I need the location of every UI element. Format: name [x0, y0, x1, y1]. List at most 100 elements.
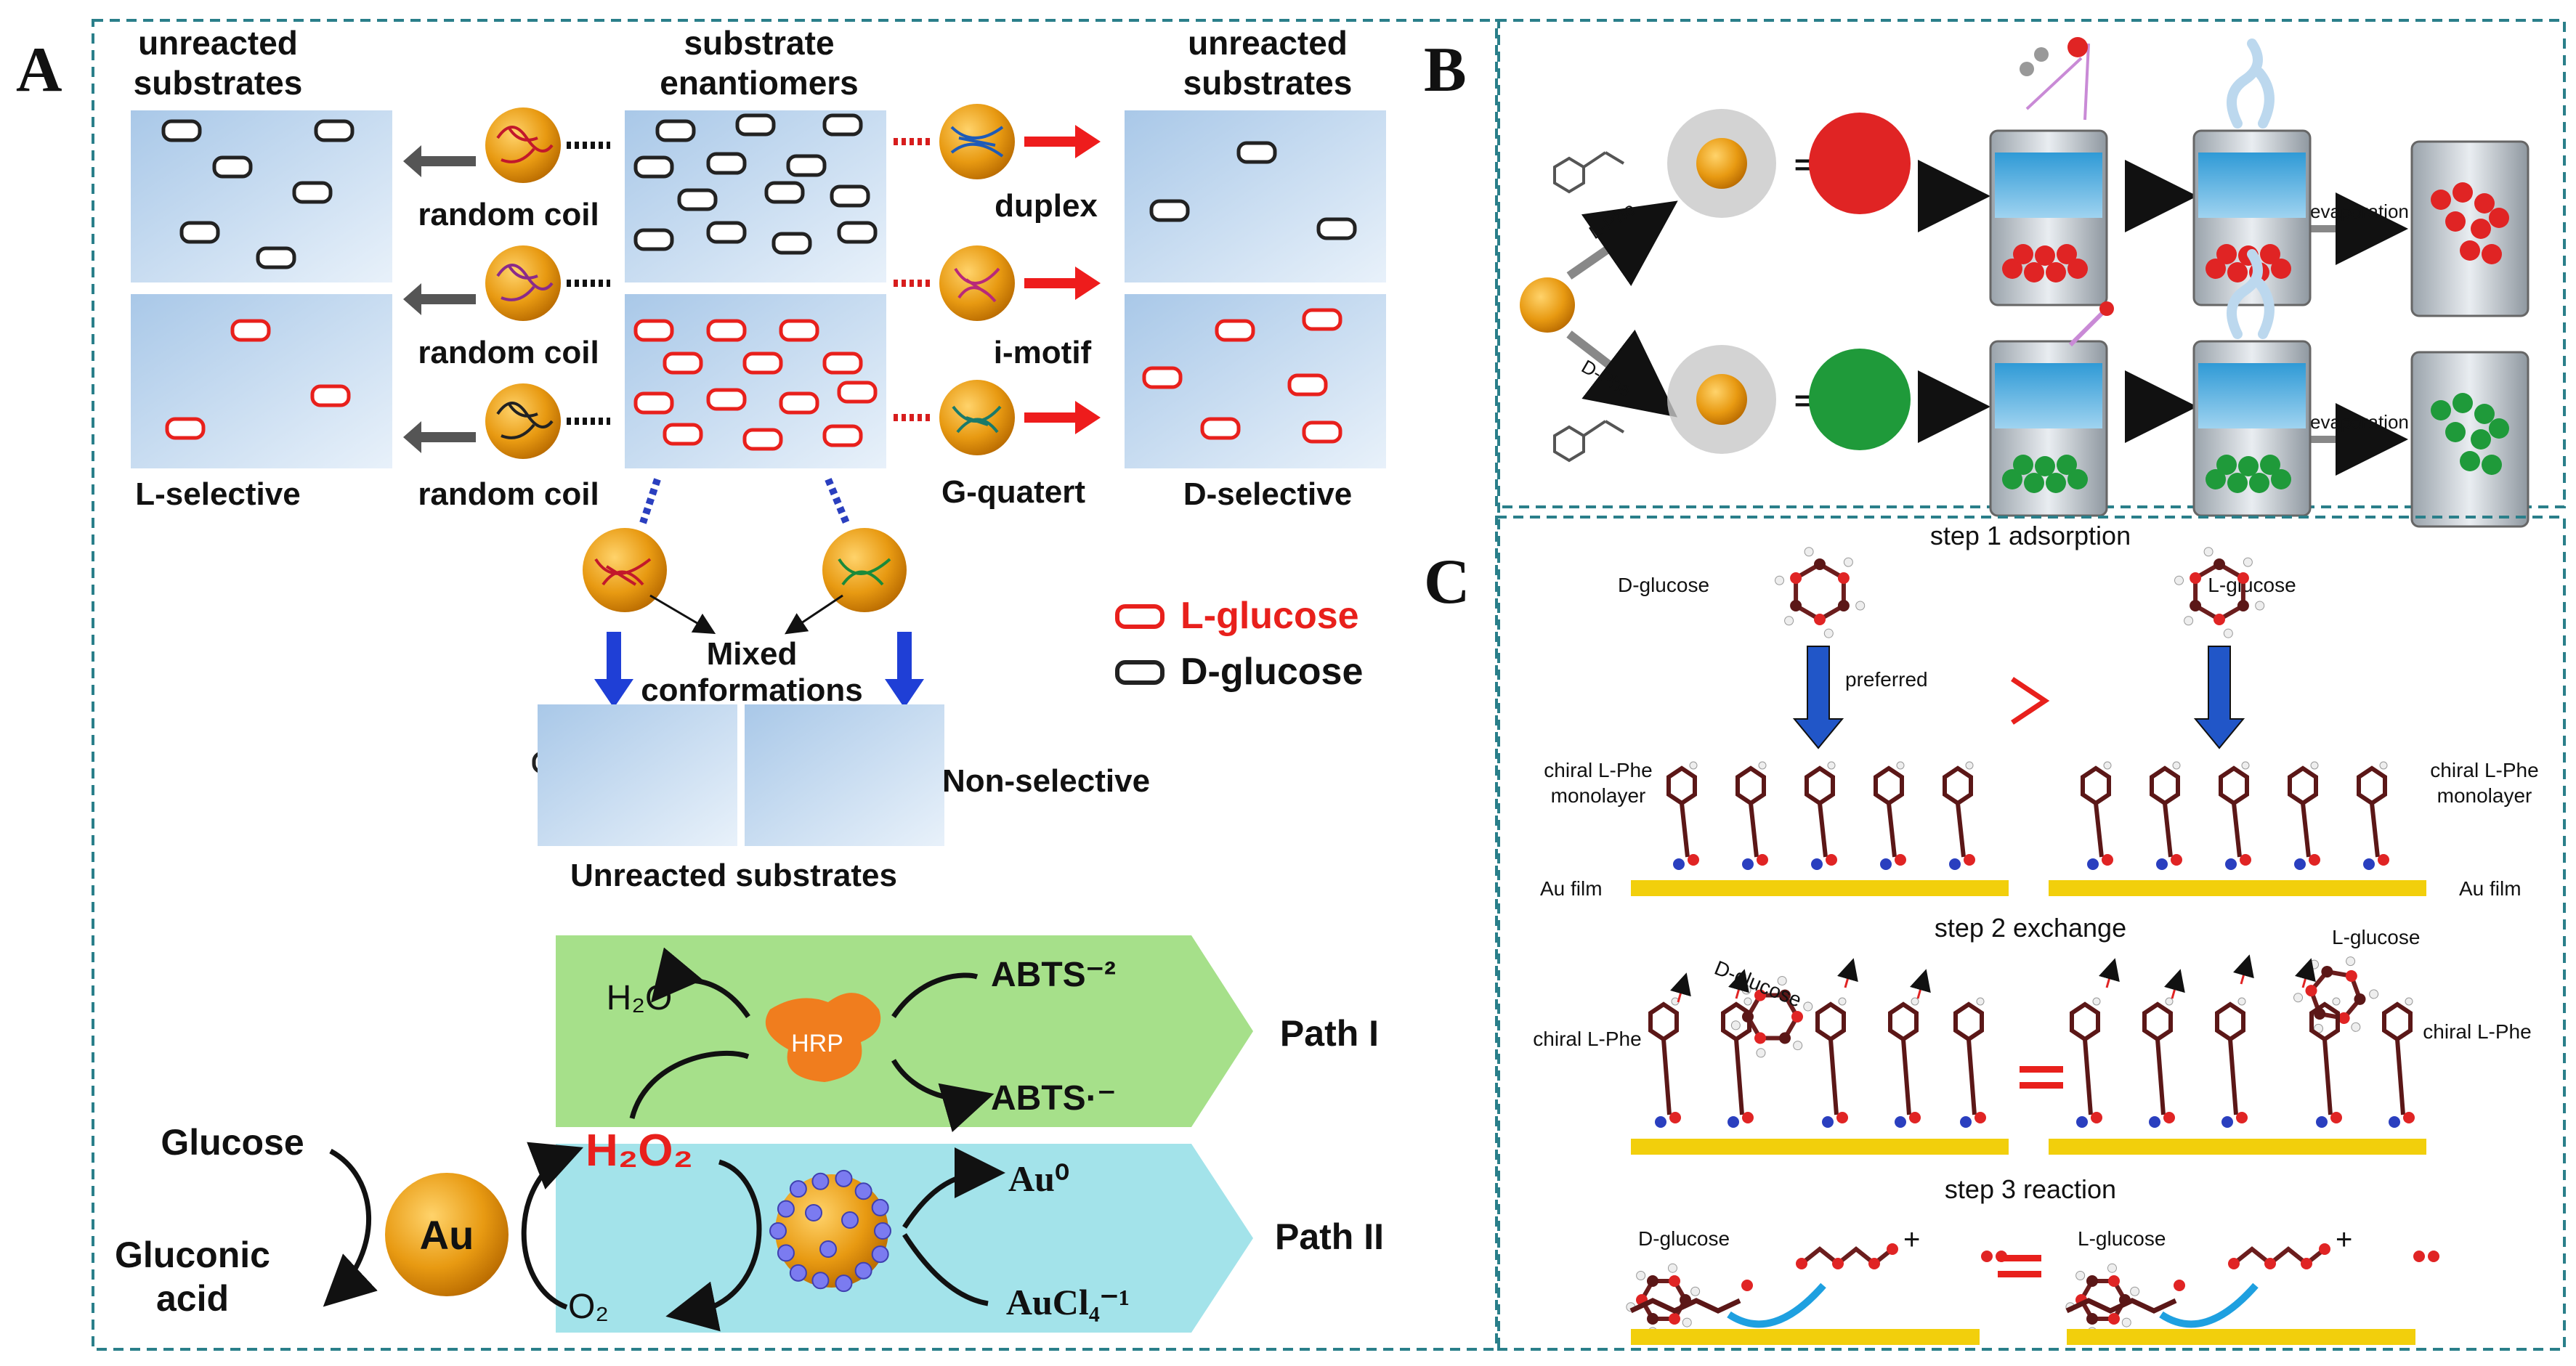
beaker [2410, 140, 2530, 317]
glucose-pill [310, 384, 351, 407]
random-coil-ball-1 [485, 107, 561, 183]
glucose-pill [822, 113, 863, 137]
glucose-pill [1302, 308, 1342, 331]
au-seed-dot [841, 1211, 859, 1229]
beaker [2192, 249, 2312, 517]
au-seed-dot [835, 1169, 853, 1187]
gluconic-product [1727, 1243, 2007, 1328]
glucose-pill [633, 319, 674, 342]
svg-text:=: = [1794, 385, 1811, 417]
exchange-arrow [2163, 969, 2185, 999]
beaker [1989, 340, 2108, 517]
legend-d-label: D-glucose [1180, 651, 1363, 693]
glucose-pill [179, 221, 220, 244]
glucose-pill [742, 351, 783, 375]
mixed-label-1: Mixed [707, 636, 798, 672]
au-seed-dot [854, 1182, 872, 1200]
d-green-sphere [1809, 349, 1911, 450]
left-header-1: unreacted [138, 24, 298, 62]
conf-right-1: duplex [995, 188, 1098, 224]
au-film-6 [2067, 1329, 2415, 1345]
d-glucose-step1: D-glucose [1618, 574, 1709, 596]
panel-c-letter: C [1424, 547, 1470, 617]
h2o2-label: H₂O₂ [586, 1126, 693, 1176]
chiral-right-2: chiral L-Phe [2423, 1020, 2531, 1043]
preferred-arrow [1792, 646, 1844, 749]
glucose-pill [633, 391, 674, 415]
left-conformations: random coil random coil random coil [403, 107, 610, 512]
exchange-arrow [2232, 954, 2254, 985]
glucose-pill [663, 423, 703, 446]
panel-a-frame [92, 19, 1500, 1351]
glucose-pill [837, 381, 878, 404]
l-glucose-step1: L-glucose [2208, 574, 2296, 596]
d-selective-label: D-selective [1183, 476, 1352, 512]
l-phe-molecule [2070, 997, 2102, 1128]
conf-right-3: G-quatert [941, 474, 1085, 510]
h2o-label: H₂O [607, 979, 673, 1017]
chiral-right-1: chiral L-Phe [2430, 759, 2538, 781]
glucose-pill [706, 221, 747, 244]
l-phe-molecule [2309, 997, 2342, 1128]
svg-text:+: + [1903, 1224, 1920, 1256]
conf-left-3: random coil [418, 476, 599, 512]
au-seed-dot [789, 1180, 807, 1198]
lying-l-phe [1629, 1298, 1741, 1314]
glucose-pill [633, 155, 674, 179]
glucose-pill [837, 221, 878, 244]
au0-label: Au⁰ [1008, 1158, 1069, 1199]
center-header-2: enantiomers [660, 64, 859, 102]
mixed-label-2: conformations [641, 672, 863, 708]
l-glucose-step3: L-glucose [2078, 1227, 2166, 1250]
l-phe-molecule [1735, 761, 1768, 870]
glucose-molecule [1775, 547, 1866, 638]
panel-a-letter: A [16, 35, 62, 105]
d-glucose-step3: D-glucose [1638, 1227, 1730, 1250]
gluconic-product [2159, 1243, 2439, 1328]
step1-label: step 1 adsorption [1930, 521, 2131, 550]
au-film-left-label: Au film [1540, 877, 1603, 900]
gluconic-label-2: acid [156, 1278, 229, 1319]
glucose-pill [677, 188, 718, 211]
mixed-box-l [745, 704, 944, 846]
glucose-pill [1142, 366, 1183, 389]
panel-b: B L-Phe D-Phe = = evaporation [1424, 19, 2566, 528]
au-seed-dot [871, 1198, 889, 1216]
glucose-pill [161, 119, 202, 142]
glucose-pill [663, 351, 703, 375]
l-glucose-step2: L-glucose [2332, 926, 2420, 948]
monolayer-right: monolayer [2437, 784, 2532, 807]
l-phe-molecule [1553, 151, 1625, 194]
g-quatert-ball [939, 380, 1015, 455]
glucose-pill [292, 181, 333, 204]
glucose-pill [822, 351, 863, 375]
l-phe-molecule [2357, 761, 2389, 870]
l-phe-molecule [1815, 997, 1848, 1128]
mixed-ball-right [822, 528, 907, 612]
gold-nanoparticle [775, 1174, 888, 1288]
blue-arrow-left [594, 632, 633, 708]
panel-b-letter: B [1424, 35, 1467, 105]
right-header-2: substrates [1183, 64, 1353, 102]
o2-label: O₂ [568, 1288, 609, 1326]
au-seed-dot [854, 1261, 872, 1280]
glucose-pill [1215, 319, 1255, 342]
au-seed-dot [819, 1240, 837, 1258]
l-phe-molecule [2382, 997, 2415, 1128]
d-phe-molecule [1553, 420, 1625, 463]
l-phe-molecule [2215, 997, 2248, 1128]
au-seed-dot [769, 1222, 787, 1240]
au-seed-dot [811, 1172, 830, 1190]
hrp-label: HRP [791, 1030, 843, 1057]
au-seed-dot [874, 1222, 891, 1240]
legend-d-swatch [1115, 660, 1165, 685]
panel-a: A unreacted substrates substrate enantio… [16, 19, 1500, 1351]
random-coil-ball-2 [485, 245, 561, 321]
right-header-1: unreacted [1188, 24, 1348, 62]
glucose-pill [1316, 217, 1357, 240]
l-phe-molecule [1888, 997, 1921, 1128]
aucl4-label: AuCl₄⁻¹ [1006, 1282, 1130, 1322]
path-one-label: Path I [1280, 1013, 1379, 1054]
evaporation-label-top: evaporation [2310, 200, 2409, 222]
